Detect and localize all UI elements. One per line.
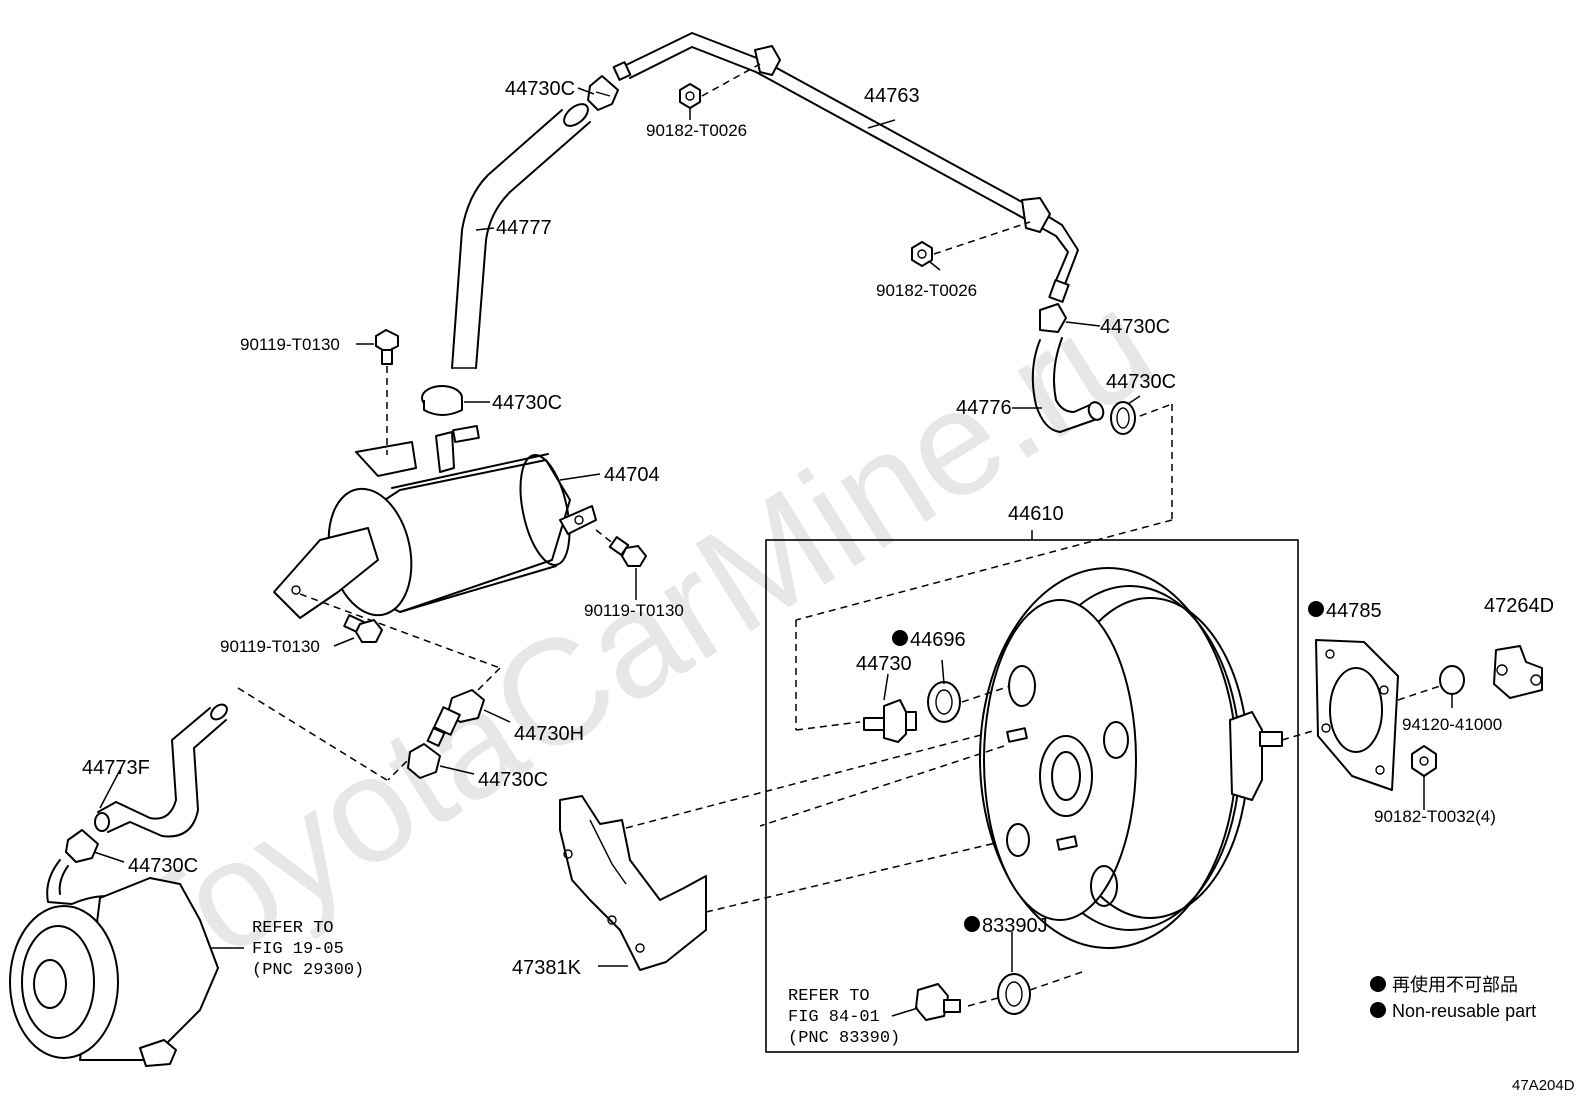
nut-90182-t0032 xyxy=(1411,745,1437,777)
clamp-44730c-compressor xyxy=(65,829,99,863)
label-90182-t0032: 90182-T0032(4) xyxy=(1374,807,1496,826)
non-reusable-marker-44696 xyxy=(892,630,908,646)
label-90119-t0130-lower: 90119-T0130 xyxy=(220,637,320,656)
label-44730: 44730 xyxy=(856,653,912,675)
bracket-47264d xyxy=(1493,645,1543,699)
nut-90182-middle xyxy=(911,221,1031,267)
label-47264d: 47264D xyxy=(1484,595,1554,617)
label-44704: 44704 xyxy=(604,464,660,486)
label-44785: 44785 xyxy=(1326,600,1382,622)
bracket-47381k xyxy=(559,729,1051,971)
gasket-44785 xyxy=(1281,639,1399,791)
refer-note-compressor: REFER TO FIG 19-05 (PNC 29300) xyxy=(252,919,364,980)
label-44730c-compressor: 44730C xyxy=(128,855,198,877)
check-valve-44730h xyxy=(426,689,485,747)
label-44730c-right-lower: 44730C xyxy=(1106,371,1176,393)
legend: 再使用不可部品 Non-reusable part xyxy=(1370,975,1536,1021)
label-44773f: 44773F xyxy=(82,757,150,779)
label-44696: 44696 xyxy=(910,629,966,651)
label-44776: 44776 xyxy=(956,397,1012,419)
vacuum-pipe-44763 xyxy=(612,32,1079,303)
label-90119-t0130-right: 90119-T0130 xyxy=(584,601,684,620)
vacuum-sensor xyxy=(915,983,961,1021)
label-94120-41000: 94120-41000 xyxy=(1402,715,1502,734)
brake-booster xyxy=(759,567,1283,949)
bushing-94120 xyxy=(1397,665,1465,701)
grommet-83390j xyxy=(967,971,1083,1015)
refer-line-2: FIG 84-01 xyxy=(788,1008,880,1027)
clamp-44730c-valve xyxy=(407,743,441,779)
hose-44777 xyxy=(451,103,591,369)
vacuum-tank-44704 xyxy=(273,425,597,781)
label-44610: 44610 xyxy=(1008,503,1064,525)
refer-line-2: FIG 19-05 xyxy=(252,940,344,959)
bolt-90119-top xyxy=(375,329,399,455)
clamp-44730c-right-lower xyxy=(795,401,1173,731)
label-44730h: 44730H xyxy=(514,723,584,745)
legend-bullet-1 xyxy=(1370,976,1386,992)
compressor xyxy=(9,859,219,1067)
label-83390j: 83390J xyxy=(982,915,1048,937)
bolt-90119-lower xyxy=(343,614,383,643)
leader-lines xyxy=(93,87,1453,972)
label-47381k: 47381K xyxy=(512,957,582,979)
refer-line-1: REFER TO xyxy=(252,919,334,938)
label-44730c-valve: 44730C xyxy=(478,769,548,791)
grommet-44696 xyxy=(927,681,1011,723)
legend-english: Non-reusable part xyxy=(1392,1001,1536,1021)
clamp-44730c-middle xyxy=(421,385,463,416)
nut-90182-top xyxy=(679,63,761,109)
non-reusable-marker-83390j xyxy=(964,916,980,932)
hose-44773f xyxy=(94,687,391,838)
label-90182-t0026-middle: 90182-T0026 xyxy=(876,281,977,300)
refer-line-3: (PNC 29300) xyxy=(252,961,364,980)
non-reusable-marker-44785 xyxy=(1308,601,1324,617)
figure-code: 47A204D xyxy=(1512,1077,1575,1094)
hose-44776 xyxy=(1031,337,1105,433)
legend-japanese: 再使用不可部品 xyxy=(1392,975,1518,995)
check-valve-44730 xyxy=(863,699,917,743)
label-44763: 44763 xyxy=(864,85,920,107)
bolt-90119-right xyxy=(595,529,647,567)
label-44730c-middle: 44730C xyxy=(492,392,562,414)
legend-bullet-2 xyxy=(1370,1002,1386,1018)
refer-note-sensor: REFER TO FIG 84-01 (PNC 83390) xyxy=(788,987,919,1048)
refer-line-1: REFER TO xyxy=(788,987,870,1006)
refer-line-3: (PNC 83390) xyxy=(788,1029,900,1048)
clamp-44730c-top xyxy=(587,75,619,111)
clamp-44730c-right-upper xyxy=(1039,303,1067,333)
label-44730c-right-upper: 44730C xyxy=(1100,316,1170,338)
label-44777: 44777 xyxy=(496,217,552,239)
label-44730c-top: 44730C xyxy=(505,78,575,100)
label-90182-t0026-top: 90182-T0026 xyxy=(646,121,747,140)
label-90119-t0130-top: 90119-T0130 xyxy=(240,335,340,354)
